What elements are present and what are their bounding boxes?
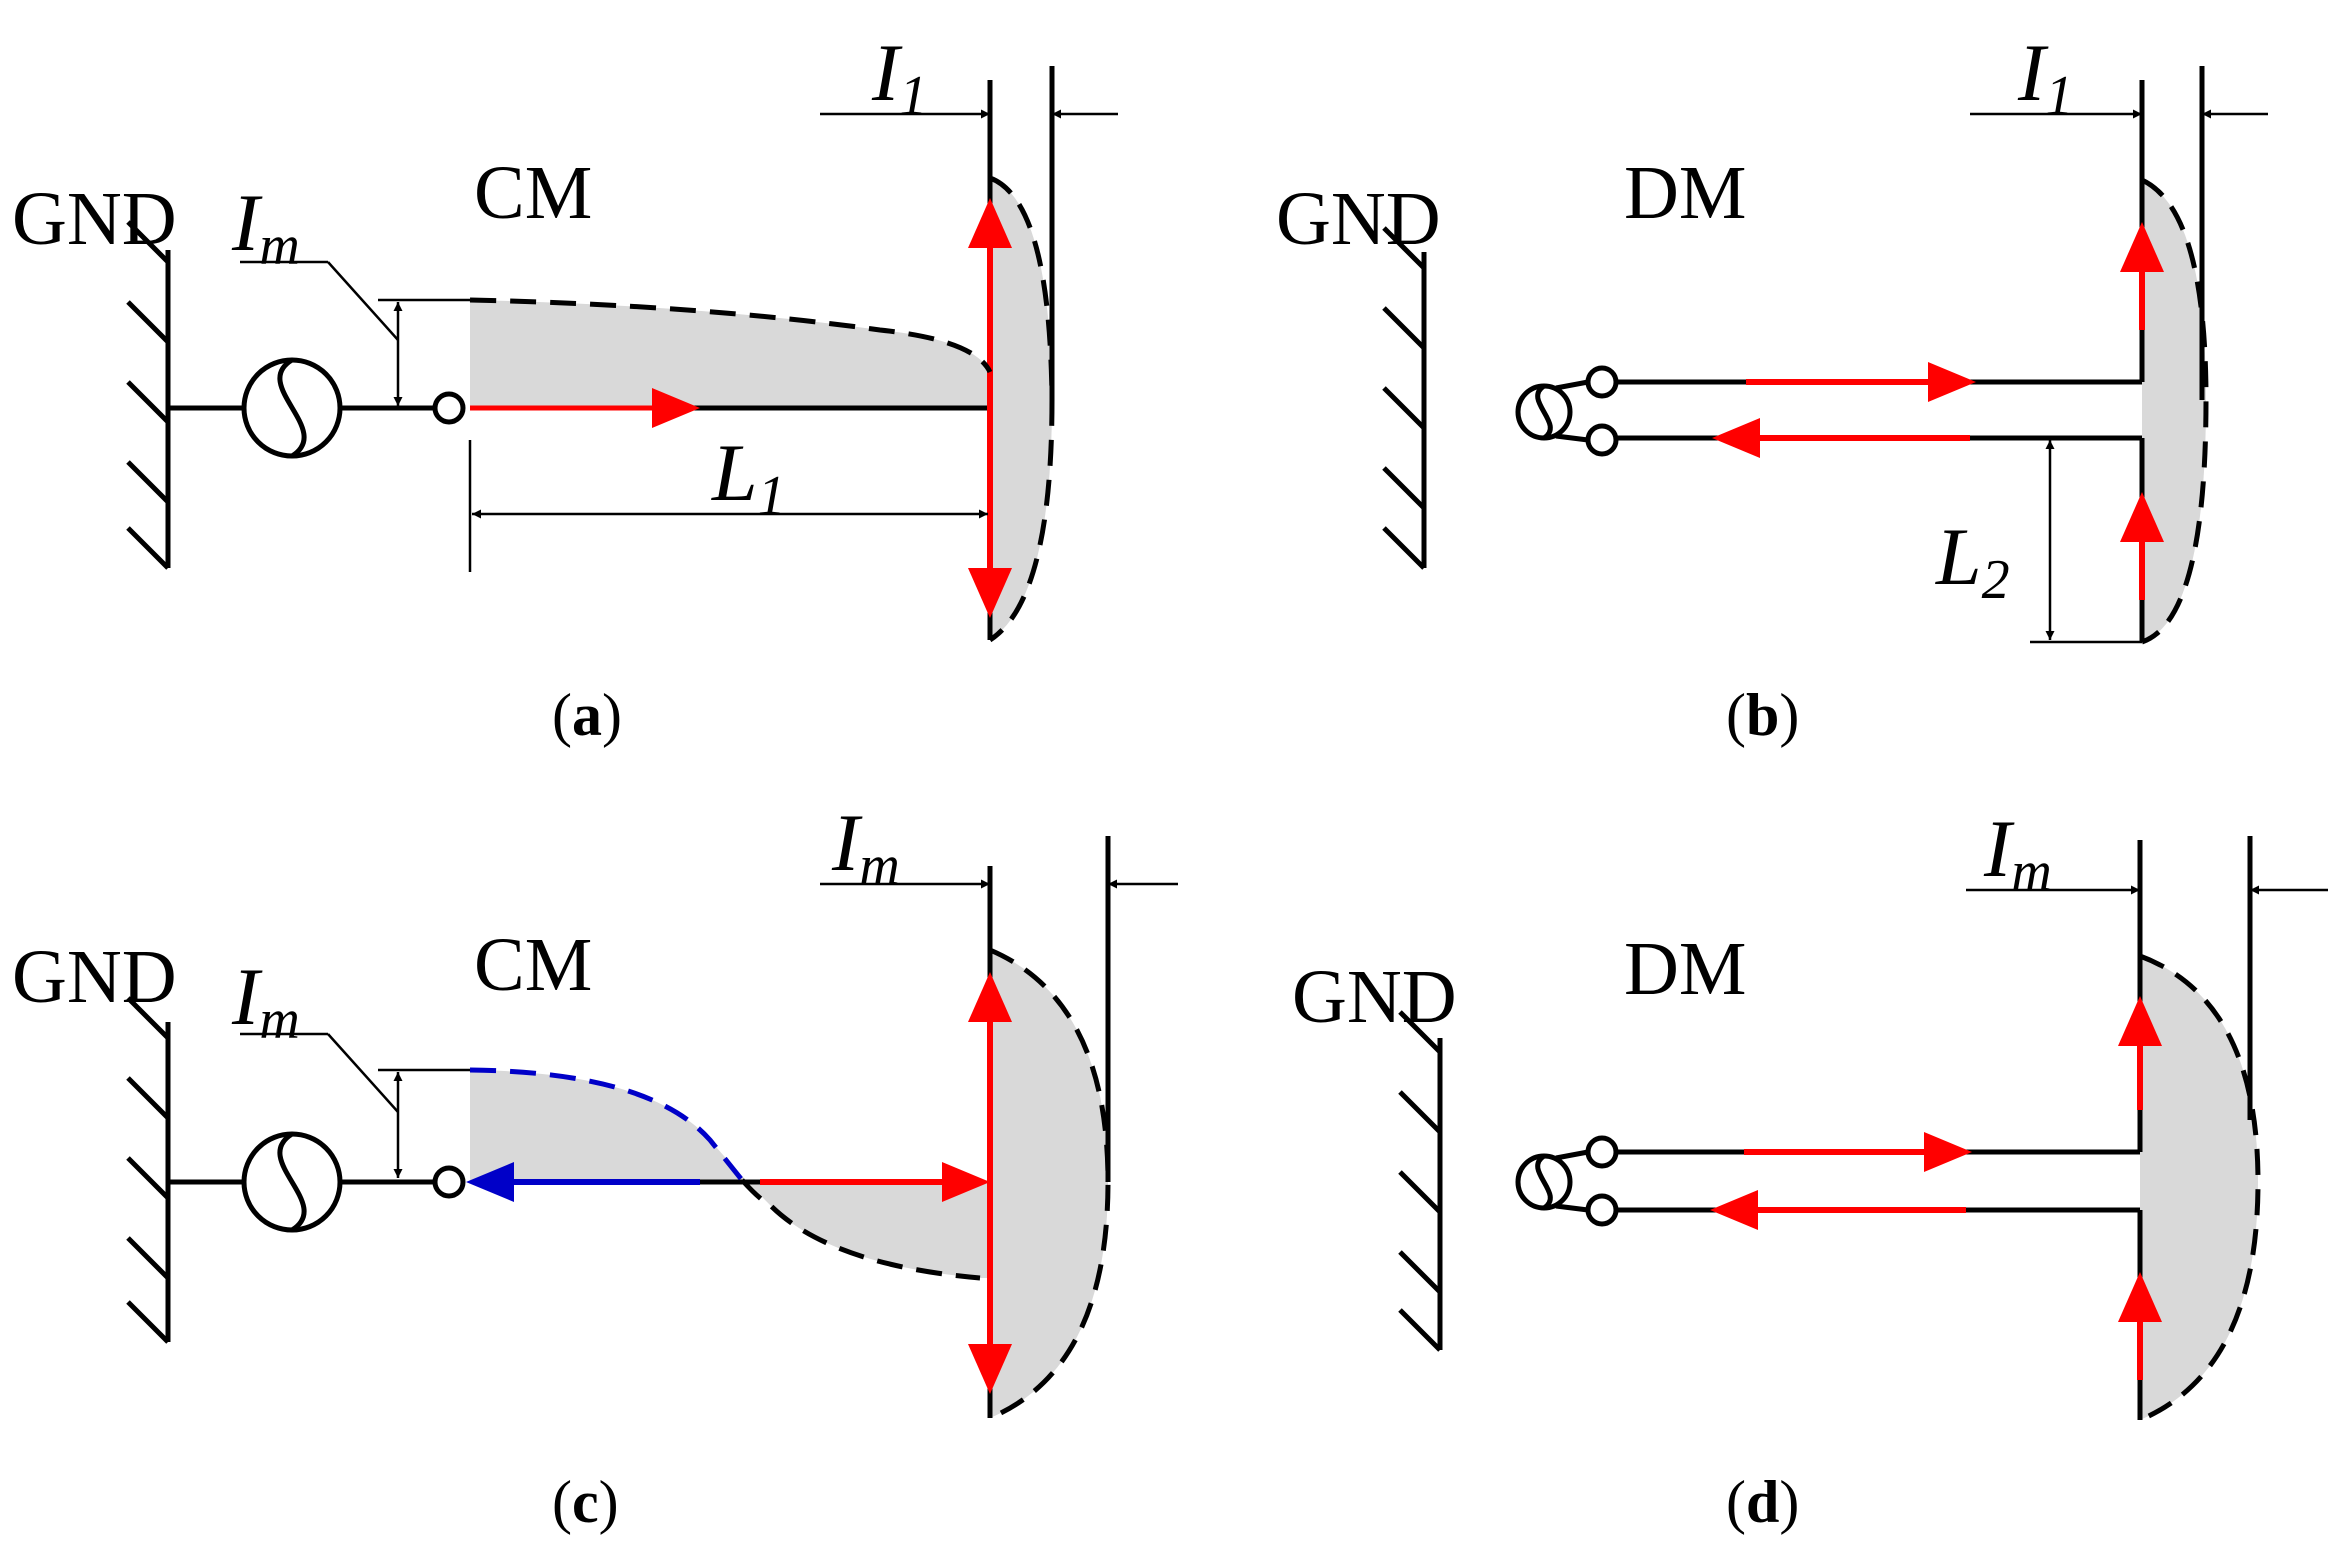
current-arrow-b-bottom (1712, 418, 1760, 458)
antenna-current-up-d-top (2118, 996, 2162, 1046)
antenna-current-up-c (968, 972, 1012, 1022)
length-l2-label-b: L2 (1935, 511, 2010, 611)
terminal-c (432, 1165, 466, 1199)
antenna-current-down-c (968, 1344, 1012, 1394)
ground-symbol-c (126, 996, 171, 1344)
panel-c: GND CM Im Im (c) (12, 797, 1178, 1535)
field-shade-line-a (470, 300, 990, 408)
ground-label-c: GND (12, 935, 177, 1019)
antenna-current-up-d-bottom (2118, 1272, 2162, 1322)
ac-source-icon-b (1515, 383, 1573, 441)
ac-source-icon-a (241, 357, 343, 459)
field-shade-antenna-a (990, 178, 1052, 640)
length-l1-label-a: L1 (711, 427, 786, 527)
mode-label-b: DM (1624, 151, 1746, 235)
caption-c: (c) (552, 1469, 619, 1535)
current-im-label-c: Im (231, 951, 300, 1051)
current-i1-label-b: I1 (2017, 27, 2073, 127)
ground-label-b: GND (1276, 177, 1441, 261)
mode-label-d: DM (1624, 927, 1746, 1011)
antenna-current-up-b-bottom (2120, 492, 2164, 542)
panel-b: GND DM I1 L2 (b) (1276, 27, 2268, 748)
caption-a: (a) (552, 682, 622, 748)
ground-symbol-d (1398, 1010, 1443, 1352)
ground-label-a: GND (12, 177, 177, 261)
mode-label-c: CM (474, 923, 592, 1007)
ground-symbol-b (1382, 226, 1427, 570)
ac-source-icon-c (241, 1131, 343, 1233)
current-arrow-b-top (1928, 362, 1976, 402)
current-im-top-label-c: Im (831, 797, 900, 897)
terminal-d-bottom (1585, 1193, 1619, 1227)
field-shade-antenna-d (2140, 956, 2258, 1420)
ground-symbol-a (126, 220, 171, 570)
reverse-current-arrow-c (466, 1162, 514, 1202)
panel-a: GND CM Im I1 L1 (a) (12, 27, 1118, 748)
terminal-d-top (1585, 1135, 1619, 1169)
current-arrow-d-top (1924, 1132, 1972, 1172)
current-arrow-a (652, 388, 700, 428)
current-im-label-a: Im (231, 177, 300, 277)
ground-label-d: GND (1292, 955, 1457, 1039)
antenna-current-up-a (968, 198, 1012, 248)
mode-label-a: CM (474, 151, 592, 235)
field-shade-antenna-b (2142, 180, 2206, 642)
field-shade-line-c (470, 1070, 990, 1278)
antenna-current-down-a (968, 568, 1012, 618)
current-i1-label-a: I1 (871, 27, 927, 127)
terminal-b-top (1585, 365, 1619, 399)
panel-d: GND DM Im (d) (1292, 803, 2328, 1535)
current-arrow-d-bottom (1710, 1190, 1758, 1230)
field-shade-antenna-c (990, 950, 1108, 1418)
terminal-a (432, 391, 466, 425)
current-arrow-c (942, 1162, 990, 1202)
caption-d: (d) (1726, 1469, 1799, 1535)
caption-b: (b) (1726, 682, 1799, 748)
ac-source-icon-d (1515, 1153, 1573, 1211)
terminal-b-bottom (1585, 423, 1619, 457)
current-im-top-label-d: Im (1983, 803, 2052, 903)
antenna-current-up-b-top (2120, 222, 2164, 272)
